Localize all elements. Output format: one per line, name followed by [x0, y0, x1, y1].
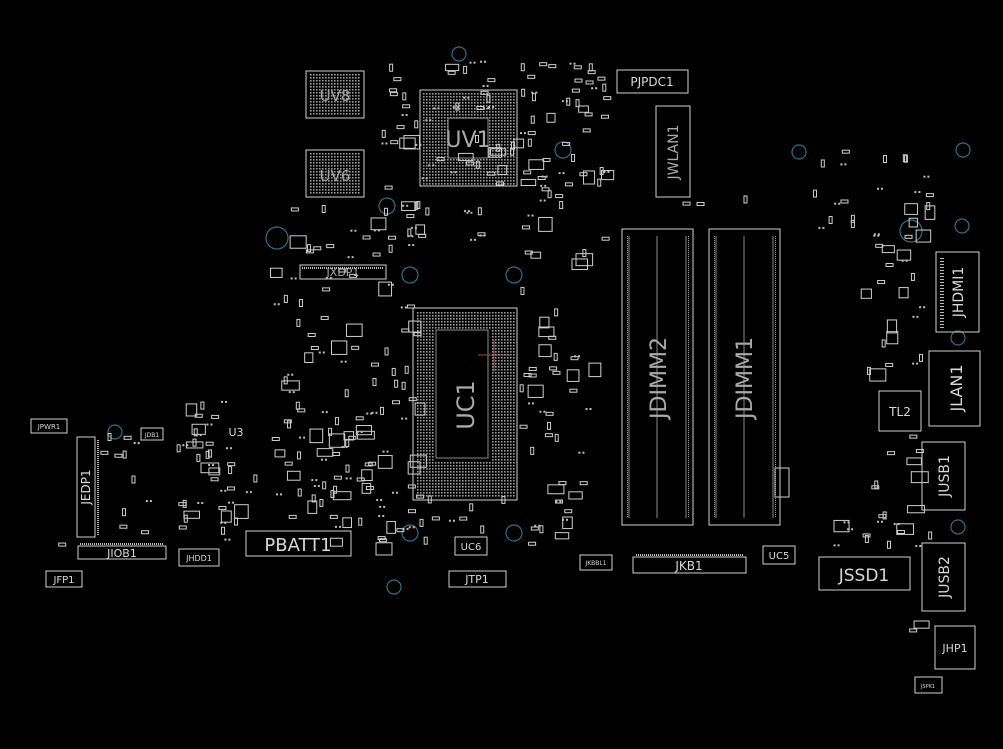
connector-jspk1: JSPK1	[914, 676, 943, 694]
jdimm1-label: JDIMM1	[733, 337, 758, 421]
component-jdb1: JDB1	[140, 427, 164, 441]
connector-jhdmi1: JHDMI1	[935, 251, 980, 333]
tl2-label: TL2	[888, 405, 911, 419]
jkb1-label: JKB1	[674, 559, 702, 573]
jdb1-label: JDB1	[144, 432, 160, 439]
connector-jusb1: JUSB1	[921, 441, 966, 511]
chip-uc1: UC1	[412, 307, 518, 501]
jedp1-label: JEDP1	[79, 469, 93, 505]
chip-uv6: UV6	[305, 149, 365, 198]
connector-jxdp1: JXDP1	[299, 264, 387, 280]
connector-jkb1: JKB1	[632, 556, 747, 574]
mounting-holes	[107, 46, 971, 595]
uc6-label: UC6	[461, 542, 482, 553]
jfp1-label: JFP1	[52, 575, 74, 586]
connector-jiob1: JIOB1	[77, 545, 167, 560]
jtp1-label: JTP1	[464, 573, 489, 586]
jiob1-label: JIOB1	[106, 547, 137, 560]
uc5-label: UC5	[769, 551, 790, 562]
pjpdc1-label: PJPDC1	[630, 75, 673, 89]
connector-pbatt1: PBATT1	[245, 530, 352, 557]
small-components	[58, 60, 944, 633]
connector-jusb2: JUSB2	[921, 542, 966, 612]
jkbbl1-label: JKBBL1	[584, 560, 606, 567]
connector-jfp1: JFP1	[45, 570, 83, 588]
jxdp1-label: JXDP1	[326, 266, 360, 279]
connector-jhdd1: JHDD1	[178, 548, 220, 567]
connector-jssd1: JSSD1	[818, 556, 911, 591]
jwlan1-label: JWLAN1	[666, 124, 682, 180]
connector-jpwr1: JPWR1	[30, 418, 68, 434]
connector-pjpdc1: PJPDC1	[616, 69, 689, 94]
connector-jedp1: JEDP1	[76, 436, 96, 538]
jusb1-label: JUSB1	[937, 455, 953, 498]
connector-jdimm2: JDIMM2	[621, 228, 694, 526]
jlan1-label: JLAN1	[947, 364, 966, 412]
uv1-label: UV1	[445, 128, 490, 153]
chip-uc6: UC6	[454, 536, 488, 556]
jpwr1-label: JPWR1	[37, 423, 61, 431]
uc1-label: UC1	[452, 380, 480, 430]
connector-jhp1: JHP1	[934, 625, 976, 670]
u3-label: U3	[228, 426, 243, 439]
jhdd1-label: JHDD1	[185, 554, 212, 563]
jhdmi1-label: JHDMI1	[951, 267, 967, 319]
component-tl2: TL2	[878, 390, 922, 432]
jusb2-label: JUSB2	[937, 556, 953, 599]
uv6-label: UV6	[320, 167, 351, 185]
pbatt1-label: PBATT1	[264, 535, 331, 556]
connector-jlan1: JLAN1	[928, 350, 981, 427]
jspk1-label: JSPK1	[920, 684, 935, 690]
chip-uc5: UC5	[762, 545, 796, 565]
chip-u3: U3	[228, 426, 243, 439]
jdimm2-label: JDIMM2	[647, 337, 672, 421]
connector-jwlan1: JWLAN1	[655, 105, 691, 198]
jhp1-label: JHP1	[941, 642, 967, 655]
connector-jtp1: JTP1	[448, 570, 507, 588]
connector-jkbbl1: JKBBL1	[579, 554, 613, 571]
jssd1-label: JSSD1	[838, 566, 890, 586]
connector-jdimm1: JDIMM1	[708, 228, 790, 526]
